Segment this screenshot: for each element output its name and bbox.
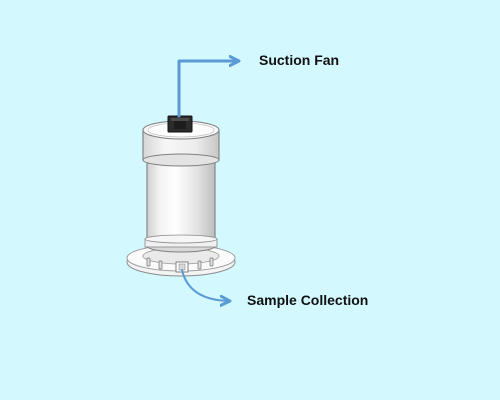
- suction-fan-label: Suction Fan: [259, 52, 340, 68]
- base-flange: [126, 244, 236, 277]
- suction-fan-block: [167, 115, 193, 133]
- flange-slots: [146, 257, 214, 270]
- suction-fan-arrow: [177, 61, 238, 118]
- sample-collection-label: Sample Collection: [247, 292, 369, 308]
- sample-collection-arrow: [181, 269, 229, 301]
